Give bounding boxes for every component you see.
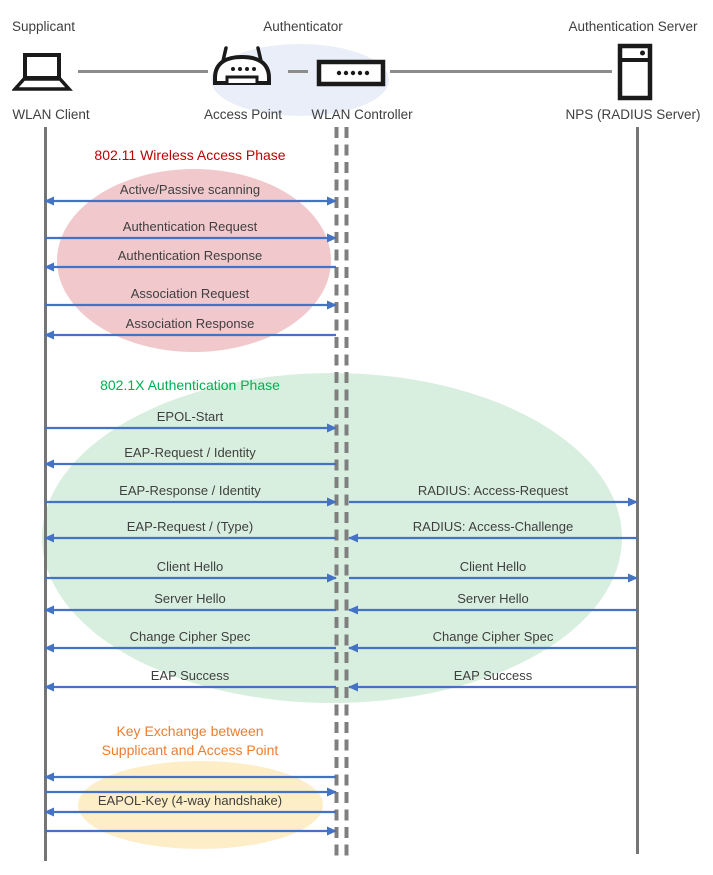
role-authenticator: Authenticator — [263, 19, 343, 34]
message-label: Association Request — [130, 286, 250, 301]
device-label-access-point: Access Point — [203, 107, 283, 122]
message-label: EAP Success — [453, 668, 533, 683]
message-label: Active/Passive scanning — [119, 182, 261, 197]
key-exchange-title-line2: Supplicant and Access Point — [101, 742, 279, 758]
message-arrows — [44, 196, 638, 836]
message-label: EAPOL-Key (4-way handshake) — [97, 793, 283, 808]
role-authentication-server: Authentication Server — [568, 19, 698, 34]
laptop-icon — [12, 53, 73, 91]
phase-8021x-title: 802.1X Authentication Phase — [100, 377, 280, 393]
device-label-wlan-client: WLAN Client — [12, 107, 90, 122]
message-label: EPOL-Start — [156, 409, 224, 424]
server-icon — [617, 43, 653, 101]
message-label: Server Hello — [457, 591, 529, 606]
phase-80211-title: 802.11 Wireless Access Phase — [94, 147, 286, 163]
message-label: RADIUS: Access-Challenge — [412, 519, 574, 534]
message-label: EAP Success — [150, 668, 230, 683]
message-label: EAP-Request / (Type) — [126, 519, 254, 534]
message-label: Authentication Response — [117, 248, 263, 263]
message-label: Client Hello — [156, 559, 224, 574]
lifelines — [44, 70, 639, 861]
key-exchange-title-line1: Key Exchange between — [116, 723, 264, 739]
access-point-icon — [213, 46, 271, 85]
message-label: RADIUS: Access-Request — [417, 483, 569, 498]
key-exchange-ellipse — [78, 761, 323, 849]
message-label: EAP-Request / Identity — [124, 445, 256, 460]
message-label: Change Cipher Spec — [432, 629, 554, 644]
message-label: Change Cipher Spec — [129, 629, 251, 644]
message-label: Authentication Request — [122, 219, 258, 234]
device-label-wlan-controller: WLAN Controller — [311, 107, 413, 122]
message-label: Association Response — [125, 316, 255, 331]
message-label: Client Hello — [459, 559, 527, 574]
role-supplicant: Supplicant — [12, 19, 76, 34]
key-exchange-title: Key Exchange between Supplicant and Acce… — [40, 722, 340, 760]
message-label: EAP-Response / Identity — [119, 483, 261, 498]
message-label: Server Hello — [154, 591, 226, 606]
wlan-controller-icon — [316, 59, 386, 87]
device-label-nps-radius-server: NPS (RADIUS Server) — [565, 107, 701, 122]
